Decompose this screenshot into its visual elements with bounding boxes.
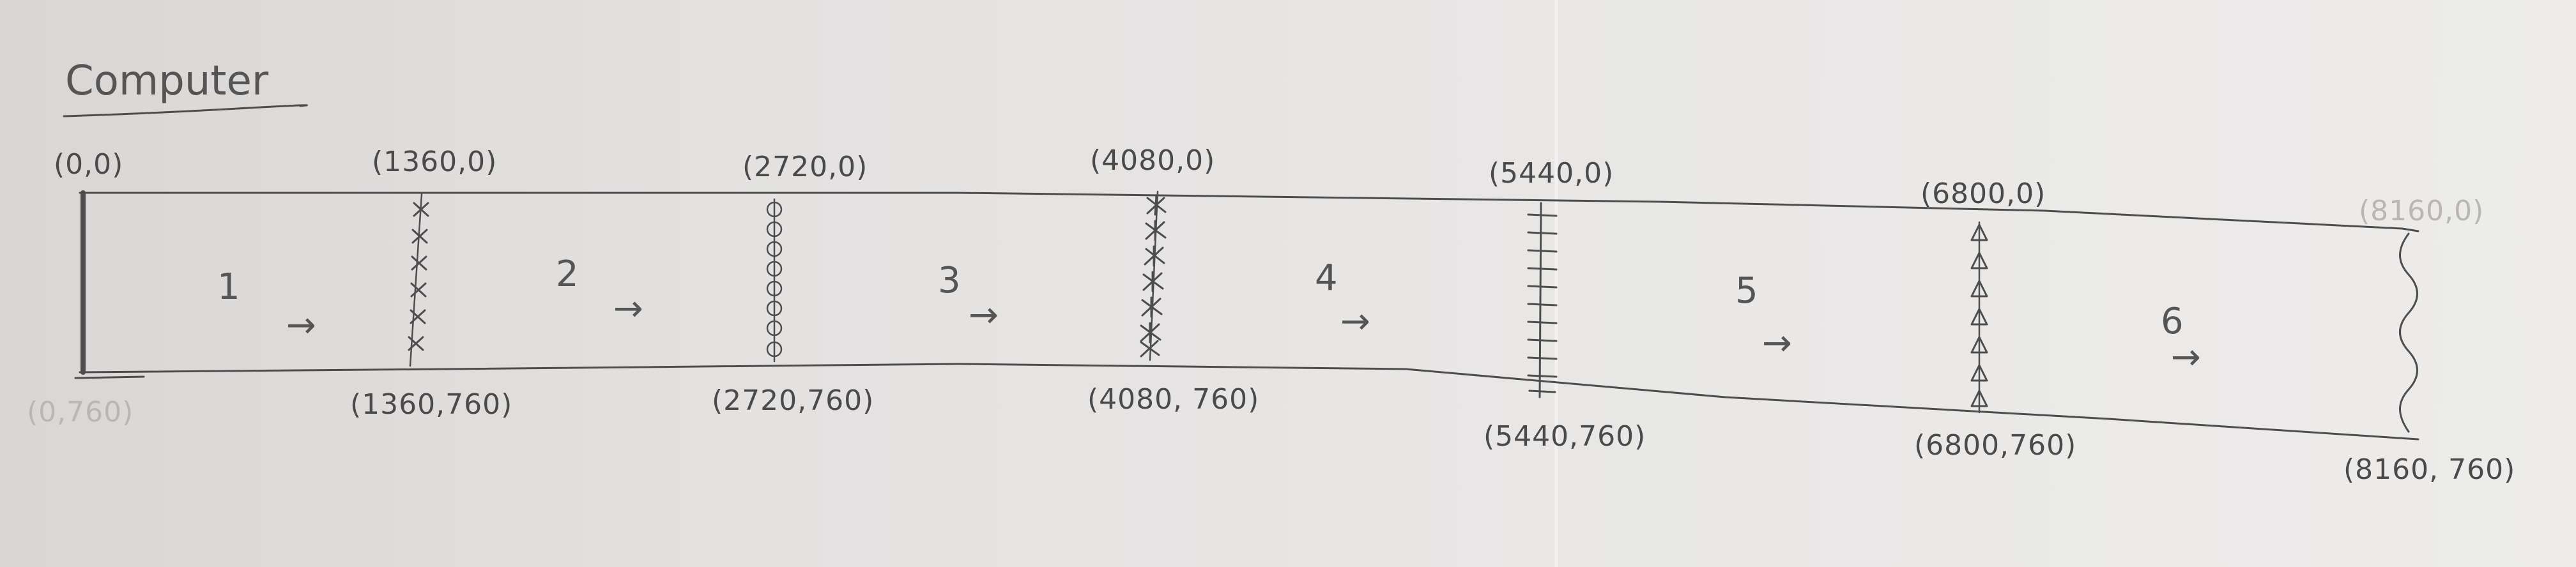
boundary-wave-edge: [2399, 232, 2418, 433]
boundary-star-marks: (4080,0) (4080, 760): [1087, 144, 1259, 416]
region-arrow: →: [969, 294, 999, 336]
diagram-title: Computer: [65, 57, 269, 105]
region-3: 3 →: [938, 260, 999, 336]
region-number: 6: [2161, 301, 2184, 342]
boundary-5-top-label: (6800,0): [1920, 178, 2046, 210]
region-5: 5 →: [1735, 270, 1792, 364]
boundary-x-marks: (1360,0) (1360,760): [350, 146, 512, 421]
left-edge-under: [74, 375, 145, 379]
region-number: 2: [556, 253, 579, 295]
boundary-tick-marks: (5440,0) (5440,760): [1483, 157, 1646, 453]
region-number: 1: [217, 266, 240, 308]
boundary-3-bottom-label: (4080, 760): [1087, 383, 1259, 416]
boundary-triangle-marks: (6800,0) (6800,760): [1914, 178, 2076, 462]
boundary-2-top-label: (2720,0): [742, 151, 868, 183]
region-4: 4 →: [1315, 257, 1370, 342]
corner-label-bottom-left: (0,760): [27, 396, 134, 428]
region-number: 4: [1315, 257, 1338, 299]
region-1: 1 →: [217, 266, 316, 346]
boundary-4-top-label: (5440,0): [1489, 157, 1614, 190]
region-number: 5: [1735, 270, 1758, 312]
boundary-4-bottom-label: (5440,760): [1483, 420, 1646, 453]
boundary-1-bottom-label: (1360,760): [350, 388, 512, 421]
corner-label-bottom-right: (8160, 760): [2343, 453, 2515, 486]
boundary-circle-marks: (2720,0) (2720,760): [712, 151, 874, 417]
region-6: 6 →: [2161, 301, 2201, 378]
region-arrow: →: [613, 288, 643, 329]
corner-label-top-right: (8160,0): [2359, 195, 2484, 227]
region-arrow: →: [286, 305, 316, 346]
title-underline: [63, 104, 308, 117]
band-top-edge: [79, 192, 2419, 232]
region-arrow: →: [1340, 301, 1370, 342]
boundary-5-bottom-label: (6800,760): [1914, 429, 2076, 462]
corner-label-top-left: (0,0): [54, 148, 123, 181]
boundary-2-bottom-label: (2720,760): [712, 384, 874, 417]
boundary-3-top-label: (4080,0): [1090, 144, 1215, 177]
region-arrow: →: [1762, 322, 1792, 364]
region-number: 3: [938, 260, 961, 301]
region-arrow: →: [2171, 336, 2201, 378]
band-bottom-edge: [79, 363, 2419, 441]
boundary-1-top-label: (1360,0): [372, 146, 497, 178]
region-2: 2 →: [556, 253, 643, 329]
